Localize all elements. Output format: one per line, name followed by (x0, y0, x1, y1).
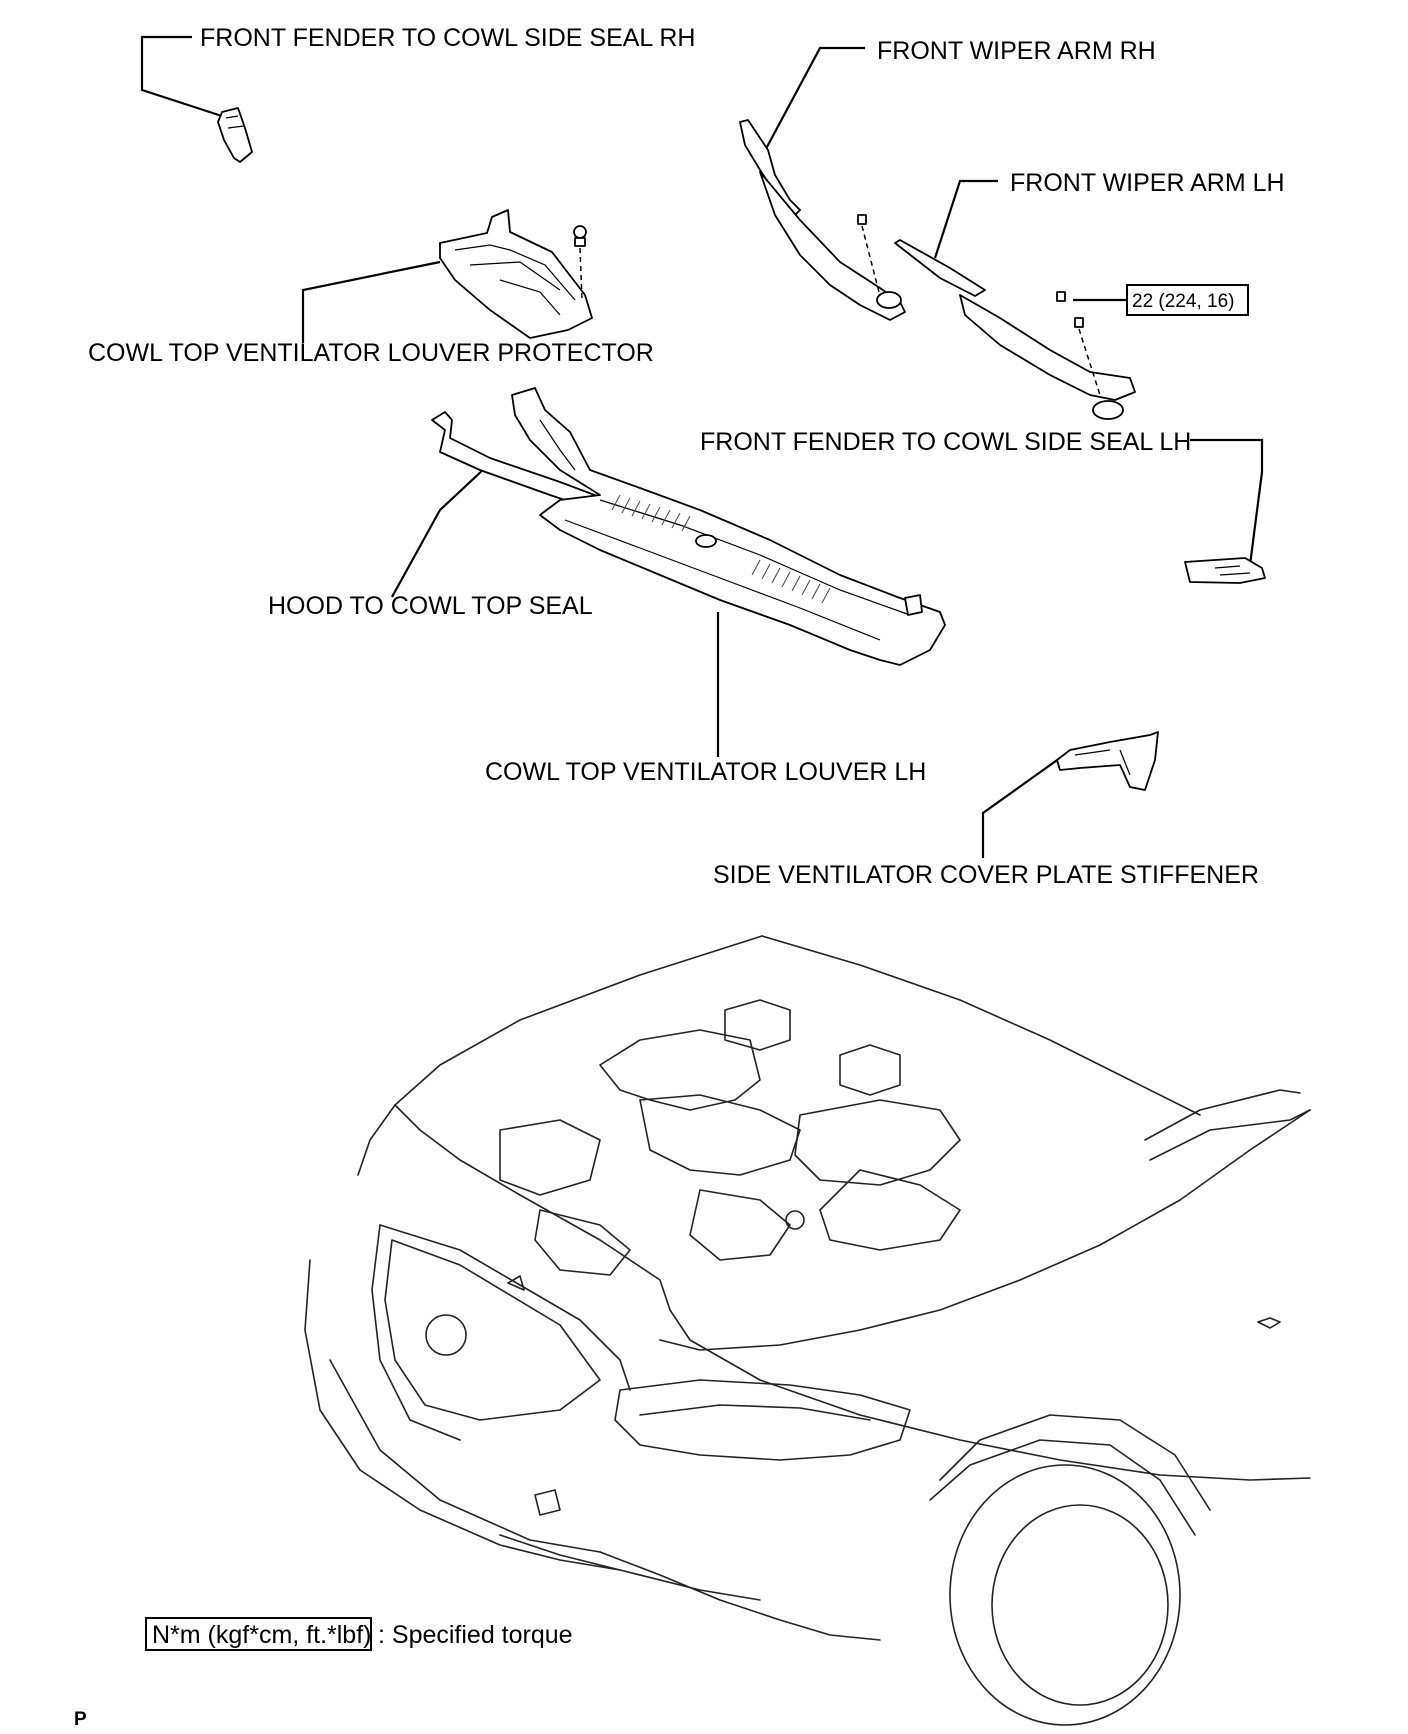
label-front-wiper-arm-rh: FRONT WIPER ARM RH (877, 37, 1156, 65)
torque-value: 22 (224, 16) (1132, 291, 1234, 312)
louver-protector-part (439, 209, 593, 339)
fender-seal-rh-part (217, 107, 253, 163)
torque-legend: N*m (kgf*cm, ft.*lbf) : Specified torque (145, 1617, 573, 1651)
legend-unit: N*m (kgf*cm, ft.*lbf) (152, 1621, 371, 1649)
legend-description: : Specified torque (378, 1621, 573, 1649)
label-front-fender-to-cowl-side-seal-rh: FRONT FENDER TO COWL SIDE SEAL RH (200, 24, 695, 52)
cowl-top-ventilator-louver-lh-part (431, 387, 946, 666)
front-wiper-arm-lh-part (894, 239, 1136, 420)
label-front-wiper-arm-lh: FRONT WIPER ARM LH (1010, 169, 1285, 197)
vehicle-outline (304, 935, 1311, 1726)
label-cowl-top-ventilator-louver-protector: COWL TOP VENTILATOR LOUVER PROTECTOR (88, 339, 654, 367)
side-ventilator-cover-plate-stiffener-part (1056, 731, 1159, 791)
label-cowl-top-ventilator-louver-lh: COWL TOP VENTILATOR LOUVER LH (485, 758, 926, 786)
front-wiper-arm-rh-part (739, 119, 906, 321)
label-hood-to-cowl-top-seal: HOOD TO COWL TOP SEAL (268, 592, 593, 620)
label-front-fender-to-cowl-side-seal-lh: FRONT FENDER TO COWL SIDE SEAL LH (700, 428, 1191, 456)
footer-mark: P (74, 1709, 87, 1730)
fender-seal-lh-part (1184, 557, 1266, 584)
torque-callout: 22 (224, 16) (1126, 284, 1249, 316)
leader-lines (140, 35, 1264, 858)
label-side-ventilator-cover-plate-stiffener: SIDE VENTILATOR COVER PLATE STIFFENER (713, 861, 1259, 889)
